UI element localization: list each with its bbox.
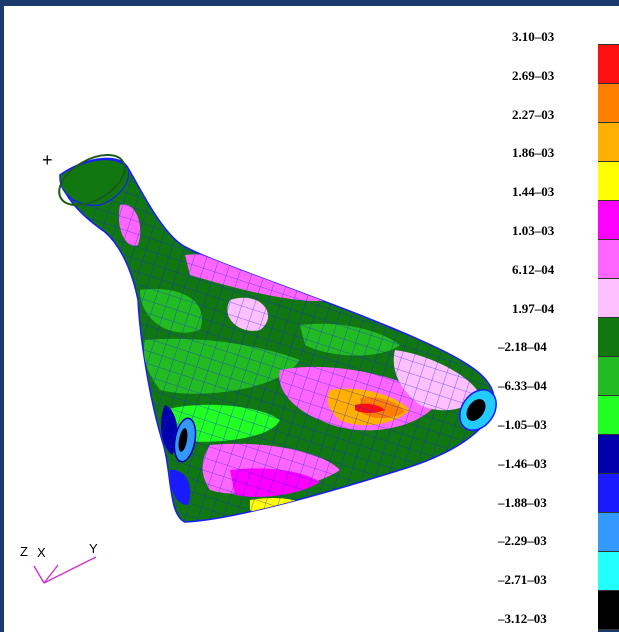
legend-swatch <box>598 357 619 396</box>
legend-label: 1.44–03 <box>512 184 555 200</box>
legend-swatch <box>598 6 619 45</box>
legend-label: –2.71–03 <box>498 572 547 588</box>
axis-triad: Z X Y <box>20 541 98 584</box>
viewport-border <box>593 6 598 632</box>
legend-swatch <box>598 474 619 513</box>
legend-label: –2.29–03 <box>498 533 547 549</box>
legend-label: –6.33–04 <box>498 378 547 394</box>
legend-label: 6.12–04 <box>512 261 555 277</box>
legend-swatch <box>598 318 619 357</box>
legend-swatch <box>598 396 619 435</box>
legend-swatch <box>598 279 619 318</box>
legend-swatch <box>598 201 619 240</box>
legend-swatch <box>598 123 619 162</box>
legend-label: –1.46–03 <box>498 455 547 471</box>
triad-x-label: X <box>37 545 46 560</box>
origin-marker: + <box>42 150 53 170</box>
legend-label: –1.05–03 <box>498 417 547 432</box>
legend-label: –1.88–03 <box>498 494 547 510</box>
legend-swatch <box>598 162 619 201</box>
legend-label: 2.69–03 <box>512 67 555 83</box>
legend-label: 1.86–03 <box>512 145 555 161</box>
legend-label: –2.18–04 <box>498 339 547 355</box>
legend-label: –3.12–03 <box>498 611 547 626</box>
legend-label: 1.97–04 <box>512 300 555 316</box>
legend-swatch <box>598 84 619 123</box>
legend-swatch <box>598 45 619 84</box>
legend-swatch <box>598 552 619 591</box>
title-bar <box>0 0 619 6</box>
legend-swatch <box>598 240 619 279</box>
legend-label: 3.10–03 <box>512 29 555 44</box>
legend-label: 1.03–03 <box>512 223 555 238</box>
legend-label: 2.27–03 <box>512 106 555 122</box>
legend-swatch <box>598 513 619 552</box>
legend-swatch <box>598 435 619 474</box>
triad-z-label: Z <box>20 544 28 559</box>
legend-swatch <box>598 591 619 630</box>
triad-y-label: Y <box>89 541 98 556</box>
